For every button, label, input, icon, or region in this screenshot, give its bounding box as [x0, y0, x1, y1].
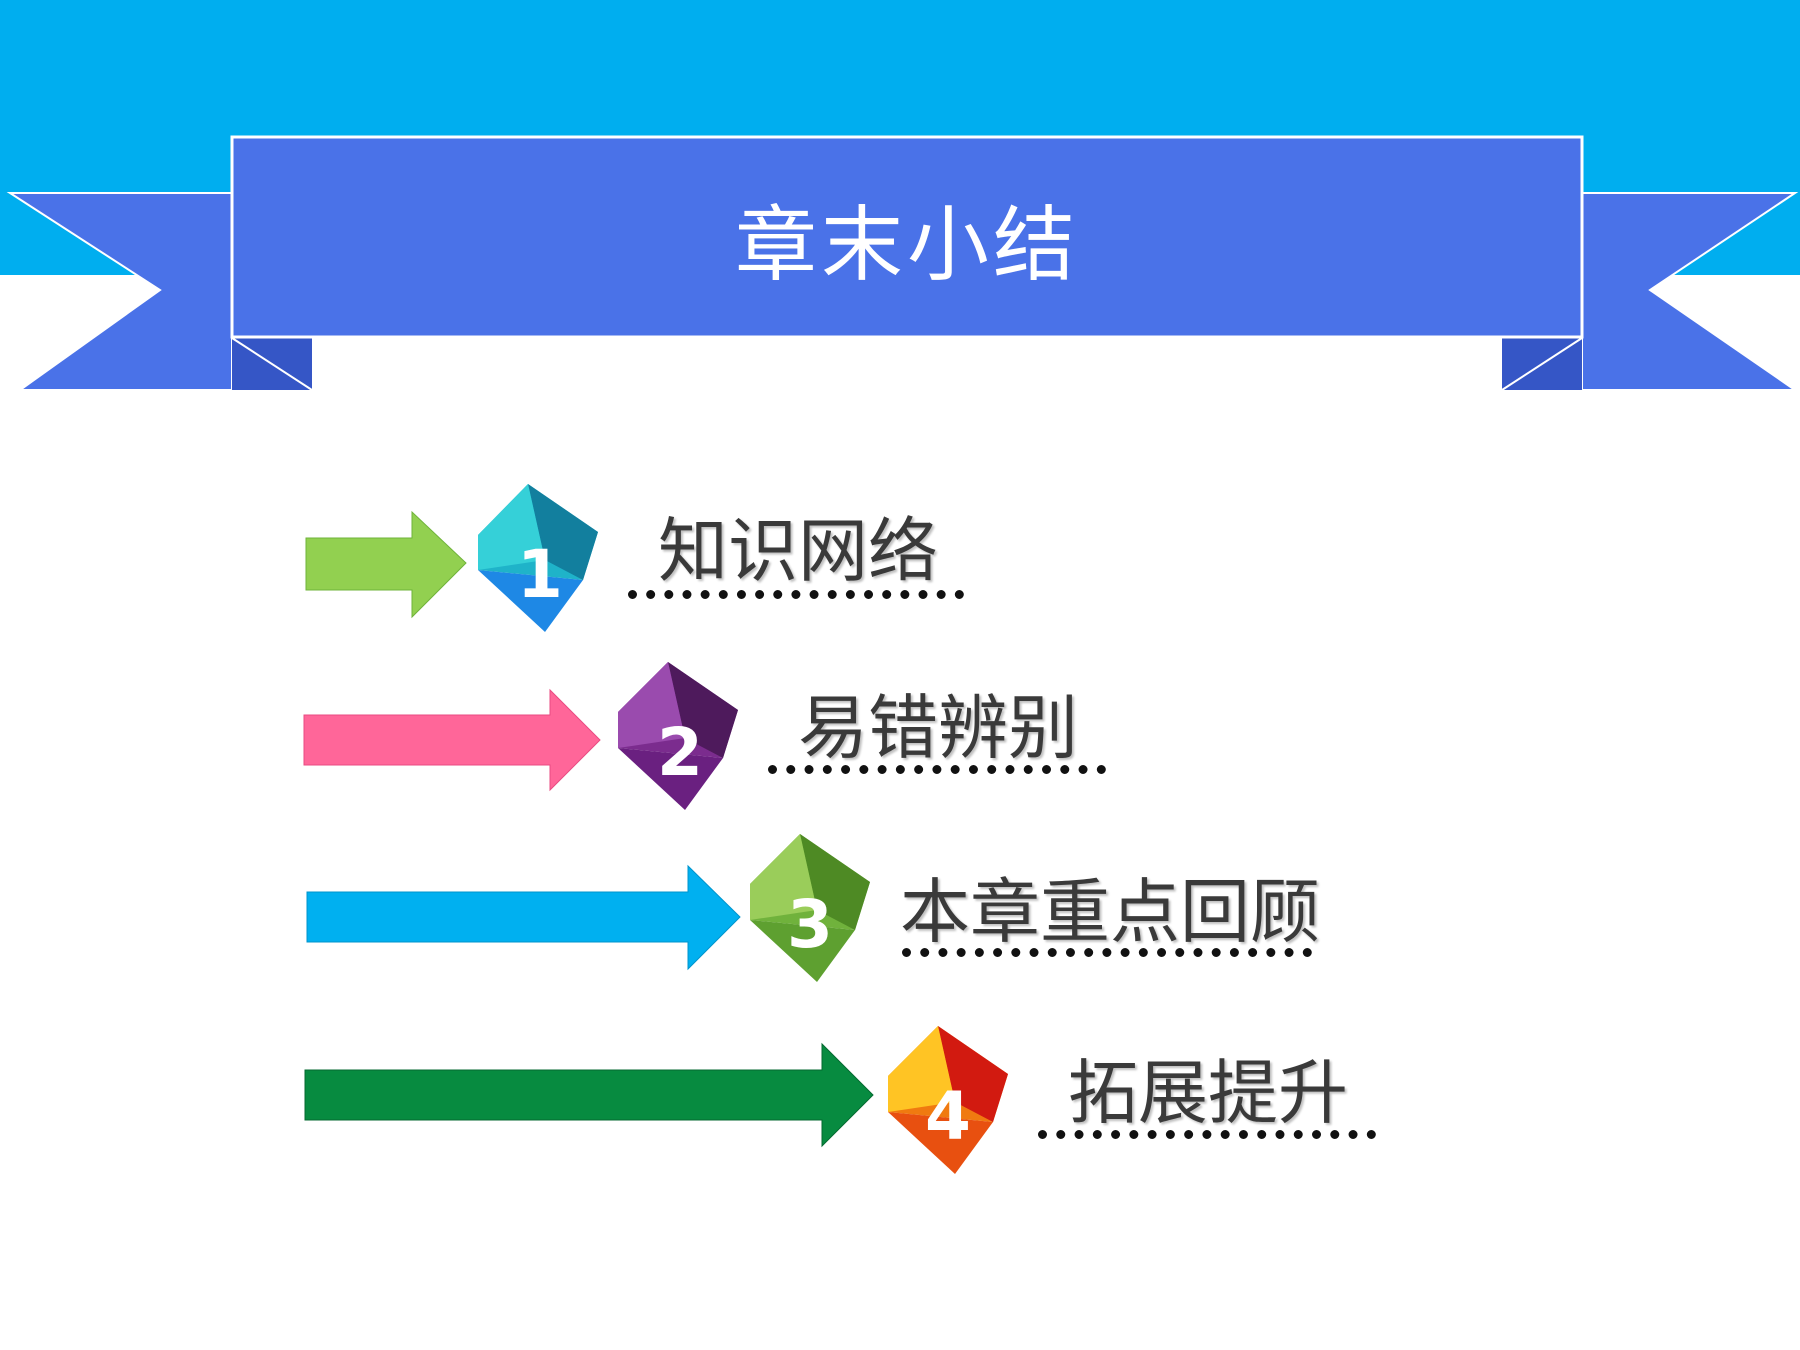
arrow-2 [303, 688, 601, 792]
dotted-underline [1038, 1130, 1376, 1139]
cube-1-number: 1 [517, 536, 563, 613]
cube-4-number: 4 [925, 1078, 971, 1155]
cube-4-icon [888, 1026, 1008, 1174]
menu-item-label: 知识网络 [658, 510, 938, 592]
menu-item-label: 易错辨别 [798, 687, 1078, 769]
arrow-1 [305, 510, 467, 619]
cube-2-number: 2 [657, 714, 703, 791]
page-title: 章末小结 [734, 197, 1079, 293]
menu-item-label: 拓展提升 [1068, 1052, 1348, 1134]
dotted-underline [902, 948, 1312, 957]
arrow-3 [306, 864, 741, 971]
ribbon-tail-left [6, 192, 233, 391]
dotted-underline [768, 765, 1106, 774]
cube-3-number: 3 [787, 886, 833, 963]
ribbon-main [230, 135, 1584, 339]
cube-2-icon [618, 662, 738, 810]
menu-item-label: 本章重点回顾 [900, 871, 1320, 953]
arrow-4 [304, 1042, 874, 1148]
cube-3-icon [750, 834, 870, 982]
dotted-underline [628, 590, 964, 599]
cube-1-icon [478, 484, 598, 632]
